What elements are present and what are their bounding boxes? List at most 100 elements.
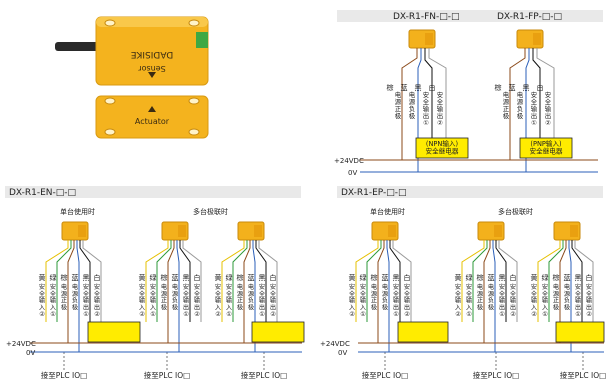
ep-diagram: DX-R1-EP-□-□ 单台使用时 多台极联时 黄安全输入②绿安全输入①棕电源… <box>320 186 606 380</box>
fn-fp-wire-labels: 棕电源正极蓝电源负极黑安全输出①白安全输出②棕电源正极蓝电源负极黑安全输出①白安… <box>387 83 563 156</box>
svg-text:全: 全 <box>531 290 538 298</box>
svg-text:安: 安 <box>183 283 189 291</box>
svg-text:全: 全 <box>545 97 552 106</box>
svg-text:安: 安 <box>139 283 145 291</box>
svg-text:输: 输 <box>531 297 538 305</box>
svg-text:全: 全 <box>466 290 473 298</box>
en-sensor-icon-1 <box>161 221 189 241</box>
svg-text:输: 输 <box>139 297 146 305</box>
svg-text:输: 输 <box>393 297 400 305</box>
svg-text:输: 输 <box>226 297 233 305</box>
svg-text:输: 输 <box>83 297 90 305</box>
fn-wire-color-1: 蓝 <box>401 83 408 92</box>
ep-power-zero: 0V <box>338 349 347 357</box>
svg-text:电: 电 <box>409 90 416 99</box>
svg-text:输: 输 <box>423 104 430 113</box>
svg-text:输: 输 <box>270 297 277 305</box>
svg-text:源: 源 <box>161 290 167 298</box>
ep-g2-wire-color-5: 白 <box>586 273 593 282</box>
en-g2-wire-color-4: 黑 <box>259 274 266 282</box>
svg-text:全: 全 <box>39 290 46 298</box>
svg-text:安: 安 <box>83 283 89 291</box>
fp-wire-color-2: 黑 <box>523 84 530 92</box>
ep-plc-label-0: 接至PLC IO□ <box>362 370 409 380</box>
svg-text:入: 入 <box>150 304 156 311</box>
en-g0-wire-color-0: 黄 <box>39 273 46 282</box>
fn-fp-title-bar <box>337 10 603 22</box>
ep-g2-wire-color-0: 黄 <box>531 273 538 282</box>
svg-text:入: 入 <box>50 304 56 311</box>
ep-g0-wire-color-2: 棕 <box>371 273 378 282</box>
en-power-plus: +24VDC <box>6 340 36 348</box>
svg-text:①: ① <box>531 119 537 127</box>
svg-text:全: 全 <box>575 290 582 298</box>
svg-text:出: 出 <box>94 303 100 311</box>
fp-sensor-icon <box>516 29 544 49</box>
svg-text:安: 安 <box>50 283 56 291</box>
svg-text:②: ② <box>531 311 537 318</box>
svg-text:极: 极 <box>72 303 78 311</box>
svg-text:出: 出 <box>499 303 505 311</box>
fp-title: DX-R1-FP-□-□ <box>497 12 562 22</box>
svg-text:输: 输 <box>404 297 411 305</box>
en-g1-wire-color-3: 蓝 <box>172 273 179 282</box>
sensor-brand-text: DADISIKE <box>130 49 173 59</box>
sensor-text: Sensor <box>138 64 166 73</box>
en-g1-wire-color-2: 棕 <box>161 273 168 282</box>
svg-text:出: 出 <box>545 111 551 120</box>
svg-text:输: 输 <box>542 297 549 305</box>
svg-text:②: ② <box>139 311 145 318</box>
svg-text:全: 全 <box>437 97 444 106</box>
svg-text:出: 出 <box>270 303 276 311</box>
en-plc-label-1: 接至PLC IO□ <box>144 370 191 380</box>
svg-text:极: 极 <box>503 111 510 120</box>
svg-text:输: 输 <box>545 104 552 113</box>
svg-text:电: 电 <box>488 283 494 291</box>
svg-text:全: 全 <box>226 290 233 298</box>
svg-text:负: 负 <box>409 104 415 113</box>
svg-text:输: 输 <box>183 297 190 305</box>
fn-sensor-icon <box>408 29 436 49</box>
product-photo: DADISIKE Sensor Actuator <box>55 16 209 139</box>
svg-text:安: 安 <box>360 283 366 291</box>
svg-text:电: 电 <box>517 90 524 99</box>
svg-text:安: 安 <box>531 90 537 99</box>
svg-text:输: 输 <box>499 297 506 305</box>
svg-text:输: 输 <box>50 297 57 305</box>
svg-text:①: ① <box>393 311 399 318</box>
ep-g1-wire-color-1: 绿 <box>466 273 473 282</box>
svg-text:极: 极 <box>488 303 494 311</box>
en-g0-wire-color-1: 绿 <box>50 273 57 282</box>
svg-text:源: 源 <box>237 290 243 298</box>
svg-text:安: 安 <box>259 283 265 291</box>
svg-text:①: ① <box>83 311 89 318</box>
svg-text:①: ① <box>542 311 548 318</box>
svg-text:源: 源 <box>395 97 402 106</box>
ep-single-use-label: 单台使用时 <box>370 207 405 216</box>
svg-text:安: 安 <box>437 90 443 99</box>
svg-text:安: 安 <box>94 283 100 291</box>
svg-text:全: 全 <box>349 290 356 298</box>
en-g1-wire-color-0: 黄 <box>139 273 146 282</box>
svg-text:安: 安 <box>349 283 355 291</box>
svg-text:负: 负 <box>72 297 78 305</box>
fp-wire-color-3: 白 <box>537 83 544 92</box>
svg-text:安: 安 <box>226 283 232 291</box>
svg-text:极: 极 <box>172 303 178 311</box>
svg-text:安: 安 <box>150 283 156 291</box>
svg-text:安: 安 <box>531 283 537 291</box>
en-multi-use-label: 多台极联时 <box>193 207 228 216</box>
en-diagram: DX-R1-EN-□-□ 单台使用时 多台极联时 黄安全输入②绿安全输入①棕电源… <box>5 186 305 380</box>
svg-text:安: 安 <box>542 283 548 291</box>
